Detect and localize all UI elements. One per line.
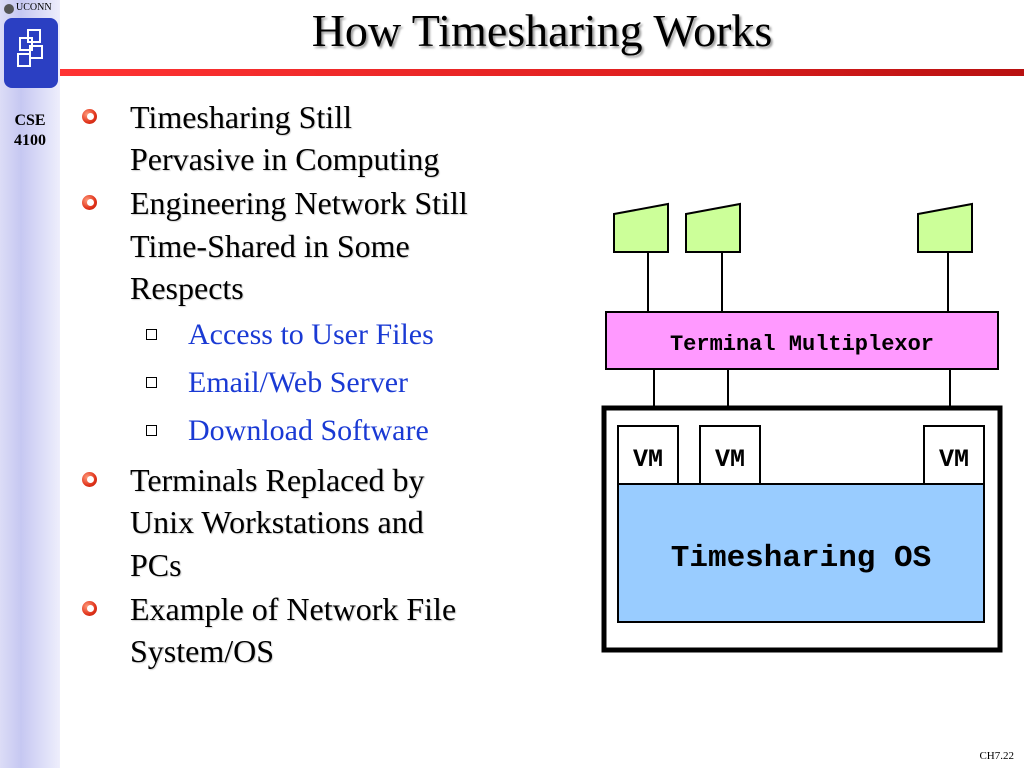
- vm-label: VM: [715, 445, 745, 474]
- cse-logo-icon: [4, 18, 58, 88]
- os-label: Timesharing OS: [671, 541, 931, 576]
- bullet-line: Timesharing Still: [130, 99, 352, 135]
- vm-label: VM: [939, 445, 969, 474]
- title-rule: [60, 69, 1024, 76]
- terminal-multiplexor-box: [605, 311, 999, 370]
- network-squares-icon: [17, 29, 43, 67]
- uconn-seal-icon: [4, 4, 14, 14]
- vm-label: VM: [633, 445, 663, 474]
- bullet-line: Unix Workstations and: [130, 504, 424, 541]
- bullet-circle-icon: [82, 472, 97, 488]
- bullet-square-icon: [146, 329, 157, 341]
- bullet-square-icon: [146, 377, 157, 389]
- timesharing-diagram: Terminal Multiplexor VM VM VM Timesharin…: [601, 202, 1003, 653]
- course-code: CSE: [14, 112, 46, 129]
- page-number: CH7.22: [979, 750, 1014, 762]
- sub-bullet-item: Download Software: [76, 407, 556, 455]
- bullet-item: Timesharing Still Pervasive in Computing: [76, 96, 556, 180]
- bullet-line: Example of Network File: [130, 590, 457, 627]
- terminal-icon: [685, 202, 741, 253]
- sub-bullet-line: Email/Web Server: [188, 366, 409, 400]
- institution-name: UCONN: [16, 2, 52, 13]
- bullet-line: Respects: [130, 269, 244, 306]
- sub-bullet-line: Download Software: [188, 414, 429, 448]
- bullet-circle-icon: [82, 600, 97, 616]
- vm-box: [699, 425, 761, 485]
- sub-bullet-line: Access to User Files: [188, 318, 434, 352]
- sidebar: UCONN CSE 4100: [0, 0, 60, 768]
- bullet-line: Pervasive in Computing: [130, 141, 440, 178]
- terminal-icon: [917, 202, 973, 253]
- bullet-list: Timesharing Still Pervasive in Computing…: [76, 96, 556, 674]
- bullet-line: Time-Shared in Some: [130, 227, 410, 264]
- bullet-square-icon: [146, 425, 157, 437]
- bullet-circle-icon: [82, 195, 97, 211]
- course-number: 4100: [14, 132, 46, 149]
- bullet-item: Terminals Replaced by Unix Workstations …: [76, 459, 556, 586]
- bullet-line: System/OS: [130, 633, 275, 670]
- multiplexor-label: Terminal Multiplexor: [670, 332, 934, 357]
- bullet-line: PCs: [130, 546, 182, 583]
- bullet-line: Engineering Network Still: [130, 185, 468, 222]
- bullet-item: Example of Network File System/OS: [76, 588, 556, 672]
- timesharing-os-box: [617, 483, 985, 623]
- sub-bullet-item: Email/Web Server: [76, 359, 556, 407]
- sub-bullet-item: Access to User Files: [76, 311, 556, 359]
- vm-box: [617, 425, 679, 485]
- bullet-circle-icon: [82, 109, 97, 124]
- bullet-line: Terminals Replaced by: [130, 462, 425, 499]
- bullet-item: Engineering Network Still Time-Shared in…: [76, 182, 556, 309]
- terminal-icon: [613, 202, 669, 253]
- slide-title: How Timesharing Works: [311, 5, 773, 56]
